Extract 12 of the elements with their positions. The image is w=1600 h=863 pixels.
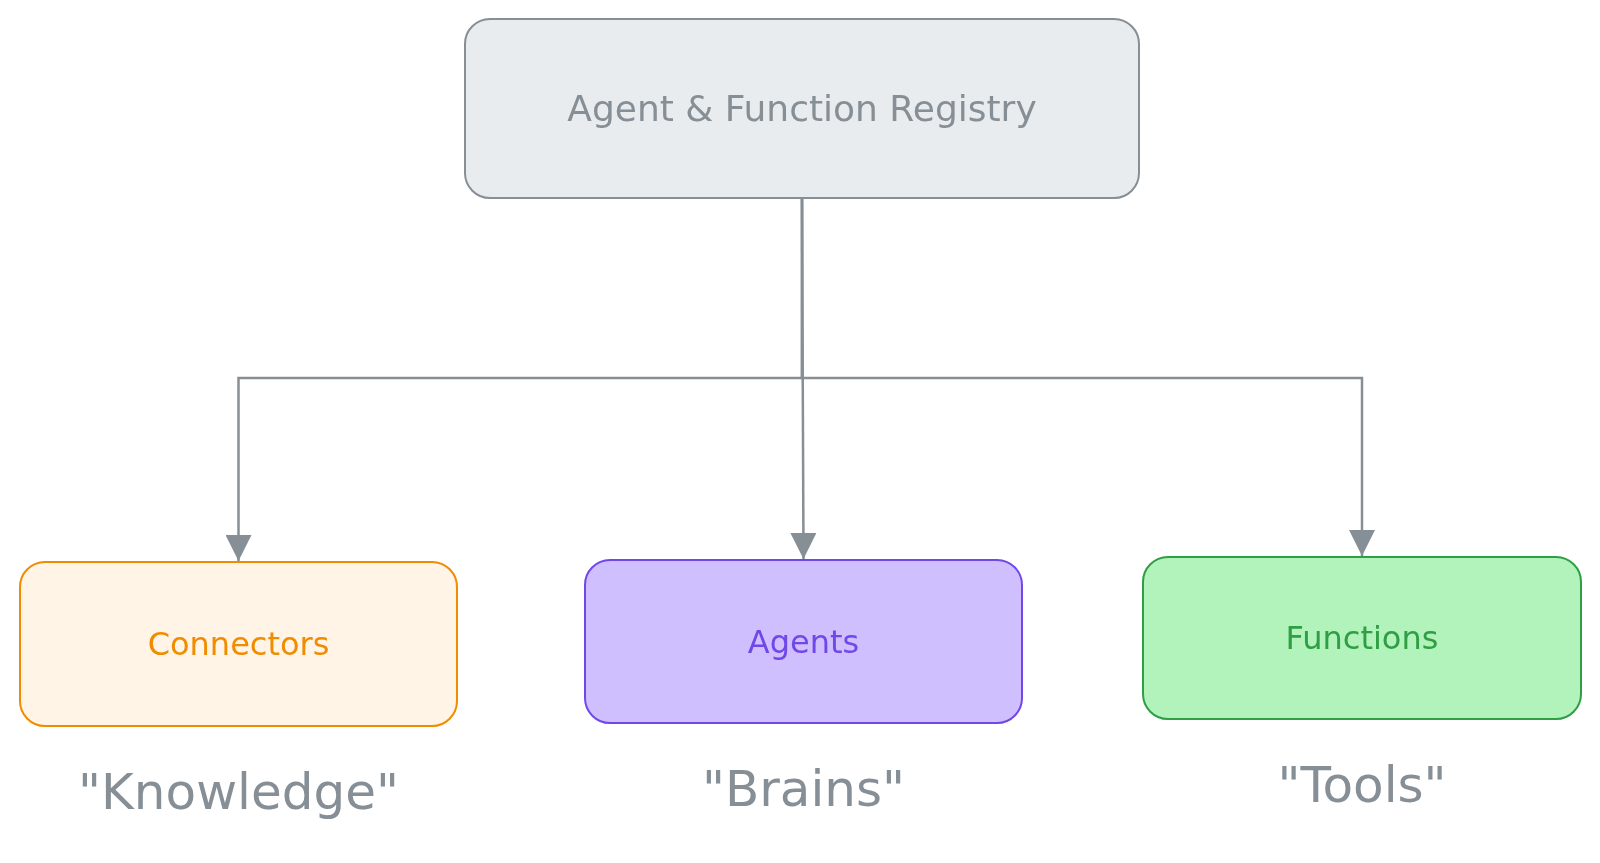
registry-box: [464, 18, 1140, 199]
node-label: Connectors: [147, 625, 330, 663]
category-box: [1142, 556, 1582, 720]
category-box: [19, 561, 458, 727]
caption-text: "Knowledge": [77, 763, 400, 821]
node-label: Agent & Function Registry: [567, 88, 1037, 129]
caption-text: "Tools": [1276, 756, 1448, 814]
node-label: Functions: [1285, 619, 1439, 657]
caption-text: "Brains": [700, 760, 907, 818]
category-box: [584, 559, 1023, 724]
arrow: [800, 199, 1375, 556]
node-label: Agents: [747, 622, 860, 661]
